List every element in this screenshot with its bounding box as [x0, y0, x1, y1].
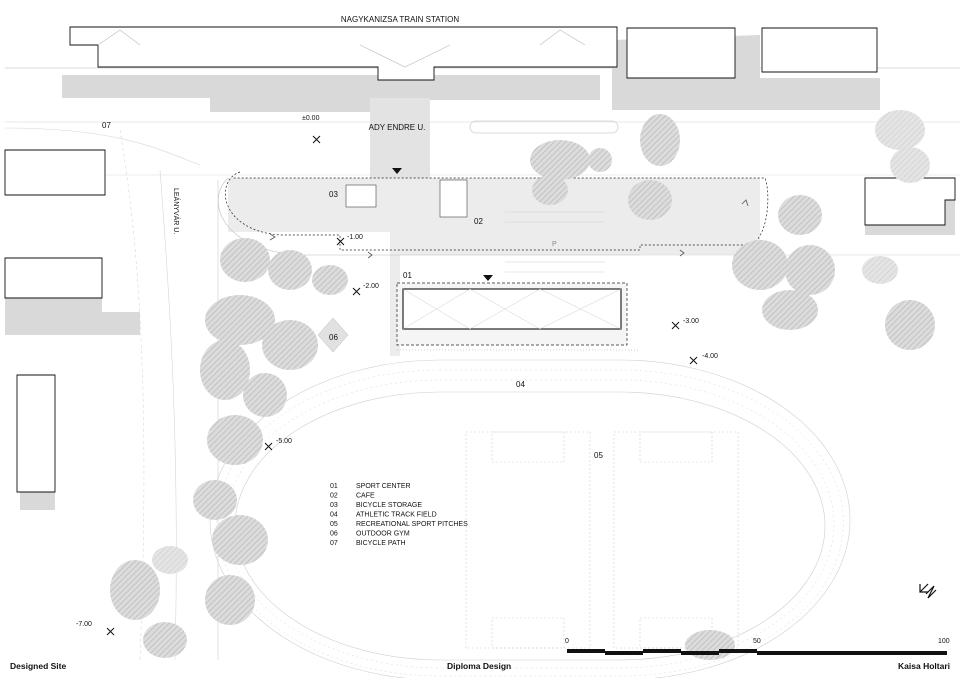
parking-label: P	[552, 241, 557, 248]
scale-label-100: 100	[938, 638, 950, 645]
elevation-000: ±0.00	[302, 115, 320, 122]
legend-num-02: 02	[330, 493, 338, 500]
scale-label-50: 50	[753, 638, 761, 645]
sport-center	[396, 282, 640, 351]
entrance-marker-cafe	[392, 168, 402, 174]
elevation-100: -1.00	[347, 234, 363, 241]
legend-num-04: 04	[330, 512, 338, 519]
footer-left: Designed Site	[10, 661, 67, 671]
footer-right: Kaisa Holtari	[898, 661, 950, 671]
bicycle-path-loop	[225, 171, 769, 251]
entrance-marker-sport-center	[483, 275, 493, 281]
trees	[110, 110, 935, 660]
ady-endre-street-label: ADY ENDRE U.	[369, 123, 426, 132]
plaza	[228, 98, 760, 356]
site-number-06: 06	[329, 333, 338, 342]
east-building	[864, 177, 956, 226]
legend-num-06: 06	[330, 531, 338, 538]
legend-num-07: 07	[330, 540, 338, 547]
elevation-400: -4.00	[702, 353, 718, 360]
station-annex-building	[626, 27, 736, 79]
legend-text-04: ATHLETIC TRACK FIELD	[356, 512, 437, 519]
athletic-track	[209, 359, 851, 678]
station-label: NAGYKANIZSA TRAIN STATION	[341, 15, 459, 24]
elevation-300: -3.00	[683, 318, 699, 325]
scale-bar: 0 50 100	[565, 638, 950, 655]
legend-num-01: 01	[330, 483, 338, 490]
station-east-building	[761, 27, 878, 73]
sport-pitches	[465, 431, 739, 649]
footer-center: Diploma Design	[447, 661, 512, 671]
legend-text-07: BICYCLE PATH	[356, 540, 406, 547]
site-number-03: 03	[329, 190, 338, 199]
legend-text-03: BICYCLE STORAGE	[356, 502, 422, 509]
site-number-07: 07	[102, 121, 111, 130]
elevation-500: -5.00	[276, 438, 292, 445]
legend-text-02: CAFE	[356, 493, 375, 500]
west-building-3	[16, 374, 56, 493]
scale-label-0: 0	[565, 638, 569, 645]
train-station-building	[69, 26, 618, 81]
bicycle-storage-box	[345, 184, 377, 208]
cafe-box	[439, 179, 468, 218]
buildings	[4, 26, 956, 493]
legend-text-05: RECREATIONAL SPORT PITCHES	[356, 521, 468, 528]
roof-lines	[97, 29, 586, 68]
station-ellipse-path	[469, 120, 619, 134]
legend-num-03: 03	[330, 502, 338, 509]
site-number-01: 01	[403, 271, 412, 280]
site-number-05: 05	[594, 451, 603, 460]
site-number-04: 04	[516, 380, 525, 389]
elevation-markers	[106, 135, 698, 636]
leanyvar-street-label: LEÁNYVÁR U.	[172, 188, 181, 234]
west-building-2	[4, 257, 103, 299]
path-arrows	[269, 199, 749, 259]
north-arrow-icon	[919, 583, 937, 599]
west-building-1	[4, 149, 106, 196]
legend-text-01: SPORT CENTER	[356, 483, 411, 490]
legend: 01 SPORT CENTER 02 CAFE 03 BICYCLE STORA…	[330, 483, 468, 547]
legend-num-05: 05	[330, 521, 338, 528]
elevation-200: -2.00	[363, 283, 379, 290]
site-number-02: 02	[474, 217, 483, 226]
elevation-700: -7.00	[76, 621, 92, 628]
outdoor-gym-area	[317, 317, 349, 353]
legend-text-06: OUTDOOR GYM	[356, 531, 410, 538]
